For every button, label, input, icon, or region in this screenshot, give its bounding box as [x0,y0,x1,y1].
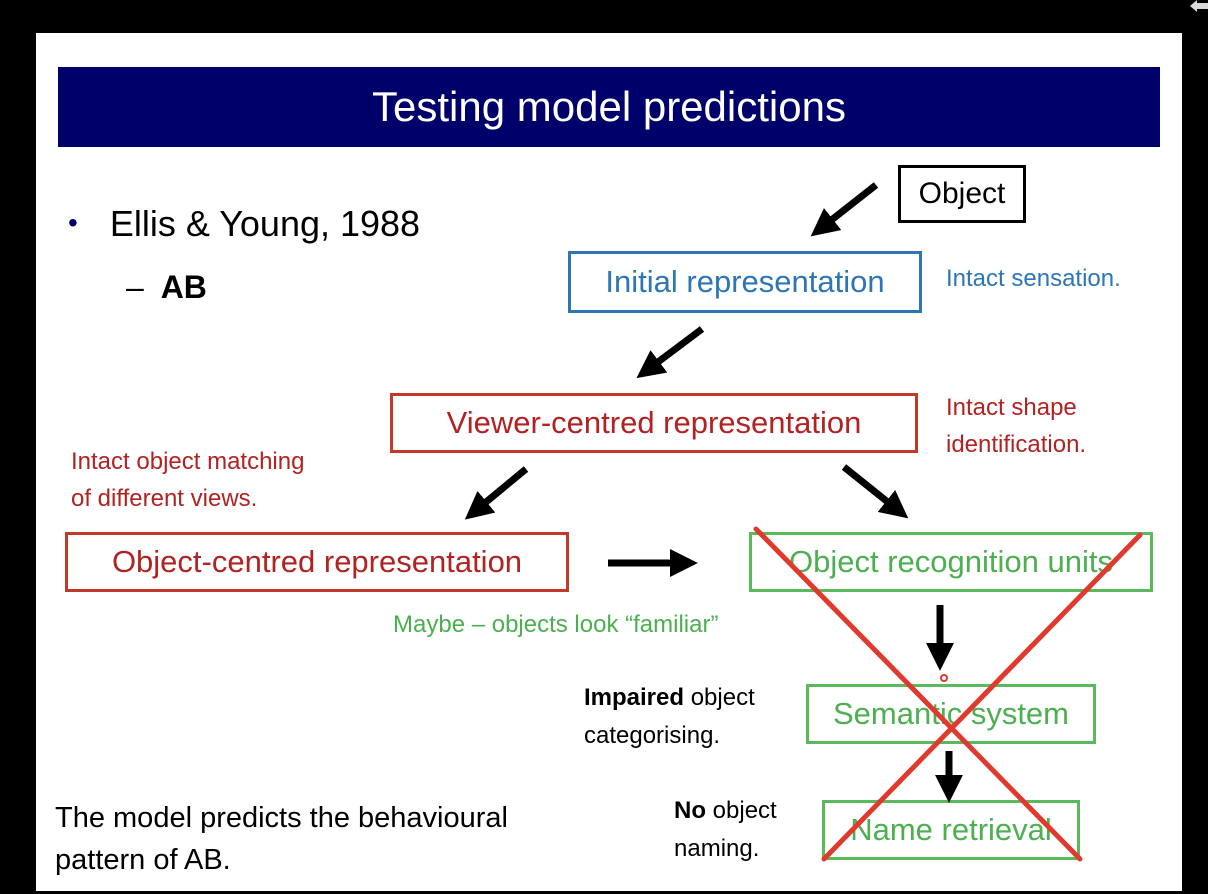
note-object-matching-line2: of different views. [71,485,258,512]
note-impaired-rest: object [684,684,755,711]
object-recognition-units-box: Object recognition units [749,532,1153,592]
note-intact-shape-line2: identification. [946,431,1087,458]
note-no-bold: No [674,797,706,824]
note-object-matching: Intact object matching of different view… [71,443,304,517]
title-bar: Testing model predictions [58,67,1160,147]
prediction-line2: pattern of AB. [55,844,231,876]
semantic-system-label: Semantic system [832,696,1069,731]
cursor-dot-icon [940,674,948,682]
object-centred-label: Object-centred representation [111,544,523,579]
slide-title: Testing model predictions [372,83,846,130]
name-retrieval-box: Name retrieval [822,800,1080,860]
note-looks-familiar: Maybe – objects look “familiar” [393,611,719,638]
note-no-naming: No object naming. [674,792,777,868]
note-impaired-line2: categorising. [584,722,721,749]
slide: Testing model predictions • Ellis & Youn… [36,33,1182,891]
sub-bullet-text: AB [160,269,207,305]
note-impaired-categorising: Impaired object categorising. [584,679,755,755]
object-box-label: Object [918,177,1006,210]
viewer-centred-box: Viewer-centred representation [390,393,918,453]
sub-bullet-dash: – [126,269,144,305]
bullet-text: Ellis & Young, 1988 [109,203,421,244]
prediction-text: The model predicts the behavioural patte… [55,797,508,881]
arrow-icon [464,466,529,520]
arrow-icon [841,464,909,519]
note-no-line2: naming. [674,835,760,862]
note-intact-shape: Intact shape identification. [946,389,1086,463]
sub-bullet-item: – AB [126,269,207,306]
note-impaired-bold: Impaired [584,684,685,711]
object-box: Object [898,165,1026,223]
semantic-system-box: Semantic system [806,684,1096,744]
object-centred-box: Object-centred representation [65,532,569,592]
arrow-icon [636,326,705,379]
initial-representation-label: Initial representation [605,264,885,299]
bullet-dot-icon: • [68,207,78,238]
note-intact-sensation: Intact sensation. [946,265,1121,292]
bullet-item: • Ellis & Young, 1988 [68,203,420,245]
note-no-rest: object [706,797,777,824]
name-retrieval-label: Name retrieval [850,812,1052,847]
prediction-line1: The model predicts the behavioural [55,802,508,834]
arrow-icon [810,182,879,237]
corner-arrow-icon[interactable] [1190,0,1208,20]
viewer-centred-label: Viewer-centred representation [446,405,862,440]
note-object-matching-line1: Intact object matching [71,448,305,475]
note-intact-shape-line1: Intact shape [946,394,1077,421]
initial-representation-box: Initial representation [568,251,922,313]
object-recognition-units-label: Object recognition units [789,544,1113,579]
